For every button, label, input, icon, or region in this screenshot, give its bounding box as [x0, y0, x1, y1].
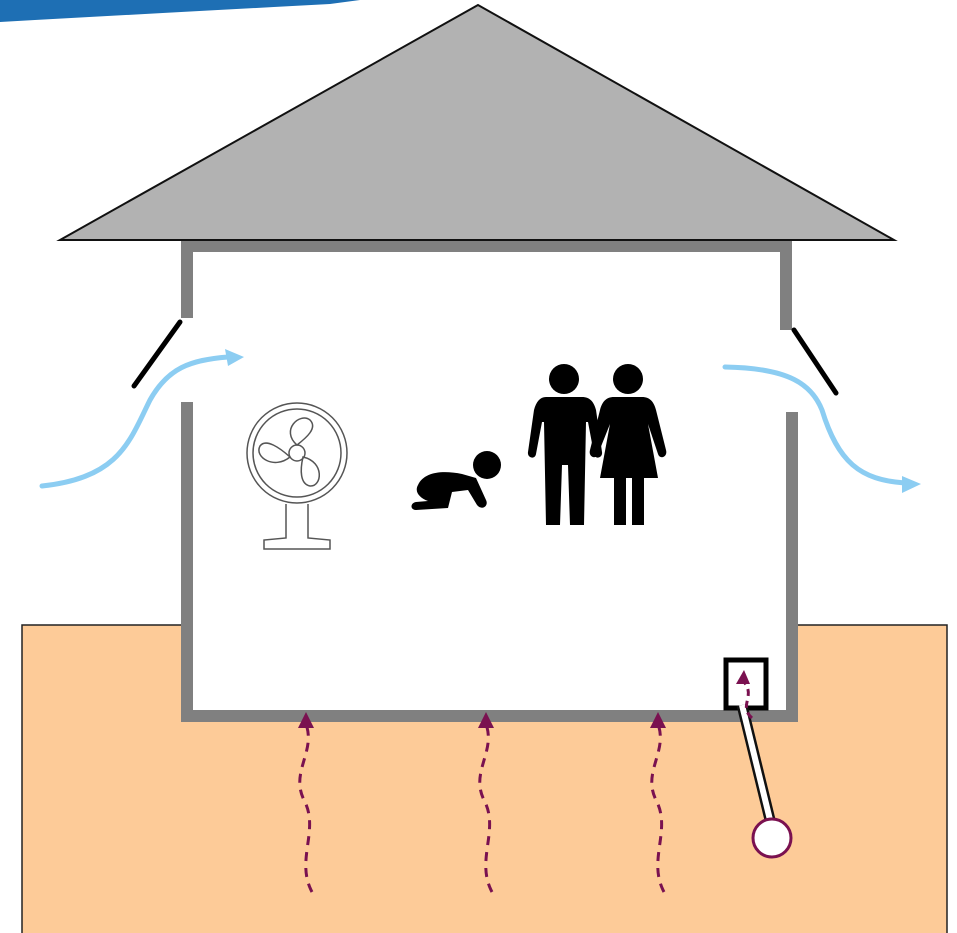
roof: [60, 5, 894, 240]
corner-stripe: [0, 0, 360, 22]
left-vent-flap: [134, 322, 180, 386]
vent-pipe-collector: [753, 819, 791, 857]
